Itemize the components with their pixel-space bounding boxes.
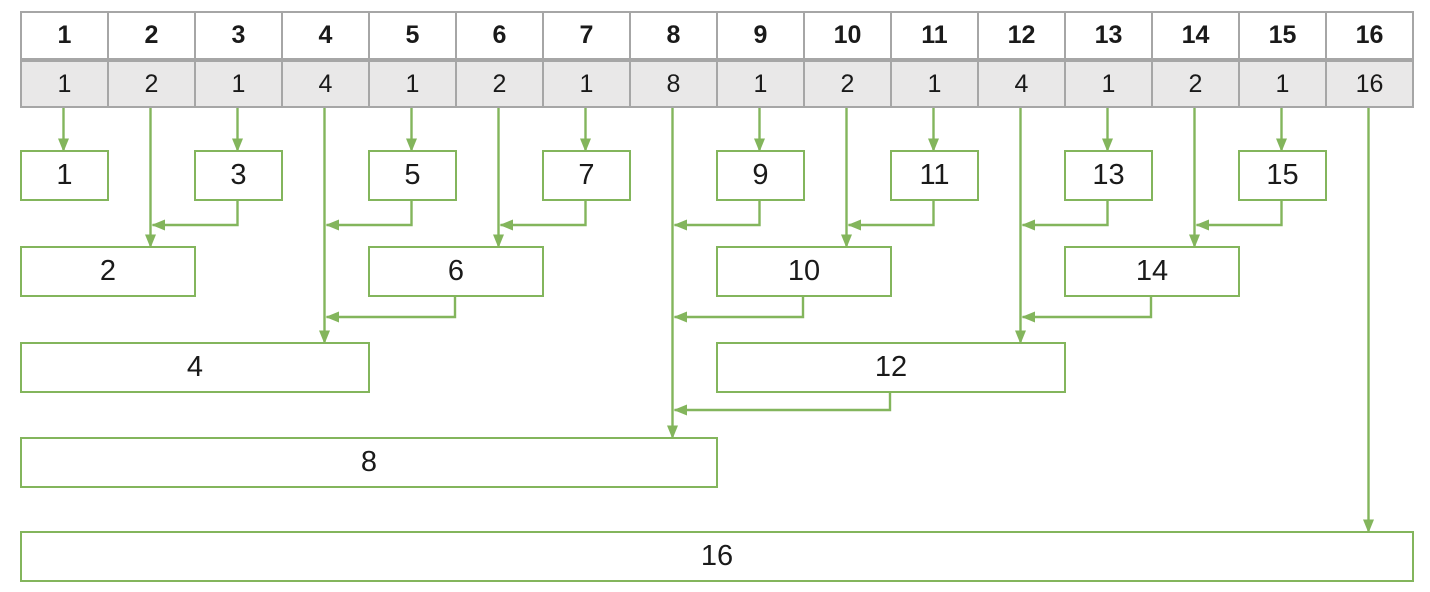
tree-node-15: 15 xyxy=(1238,150,1327,201)
table-value-cell-11: 1 xyxy=(890,60,979,108)
tree-node-4: 4 xyxy=(20,342,370,393)
table-index-cell-14: 14 xyxy=(1151,11,1240,60)
tree-node-5: 5 xyxy=(368,150,457,201)
table-index-cell-5: 5 xyxy=(368,11,457,60)
arrow-node-11-to-node-10 xyxy=(847,201,935,231)
table-index-cell-12: 12 xyxy=(977,11,1066,60)
tree-node-10: 10 xyxy=(716,246,892,297)
tree-node-16: 16 xyxy=(20,531,1414,582)
table-value-cell-13: 1 xyxy=(1064,60,1153,108)
arrow-node-14-to-node-12 xyxy=(1021,297,1153,323)
table-value-cell-2: 2 xyxy=(107,60,196,108)
tree-node-3: 3 xyxy=(194,150,283,201)
table-value-cell-5: 1 xyxy=(368,60,457,108)
table-value-cell-15: 1 xyxy=(1238,60,1327,108)
tree-node-6: 6 xyxy=(368,246,544,297)
tree-node-2: 2 xyxy=(20,246,196,297)
arrow-node-3-to-node-2 xyxy=(151,201,239,231)
tree-node-9: 9 xyxy=(716,150,805,201)
arrow-node-10-to-node-8 xyxy=(673,297,805,323)
table-index-cell-9: 9 xyxy=(716,11,805,60)
arrow-node-9-to-node-8 xyxy=(673,201,761,231)
arrow-node-13-to-node-12 xyxy=(1021,201,1109,231)
table-index-cell-3: 3 xyxy=(194,11,283,60)
arrow-node-12-to-node-8 xyxy=(673,393,892,416)
table-index-cell-4: 4 xyxy=(281,11,370,60)
table-value-cell-1: 1 xyxy=(20,60,109,108)
arrow-node-15-to-node-14 xyxy=(1195,201,1283,231)
table-value-cell-6: 2 xyxy=(455,60,544,108)
table-value-cell-4: 4 xyxy=(281,60,370,108)
tree-node-14: 14 xyxy=(1064,246,1240,297)
table-value-cell-14: 2 xyxy=(1151,60,1240,108)
table-value-cell-3: 1 xyxy=(194,60,283,108)
tree-node-12: 12 xyxy=(716,342,1066,393)
table-index-cell-13: 13 xyxy=(1064,11,1153,60)
tree-node-13: 13 xyxy=(1064,150,1153,201)
arrow-node-7-to-node-6 xyxy=(499,201,587,231)
arrow-node-5-to-node-4 xyxy=(325,201,413,231)
table-value-cell-16: 16 xyxy=(1325,60,1414,108)
table-index-cell-7: 7 xyxy=(542,11,631,60)
tree-node-7: 7 xyxy=(542,150,631,201)
table-value-cell-7: 1 xyxy=(542,60,631,108)
table-value-cell-8: 8 xyxy=(629,60,718,108)
table-value-cell-9: 1 xyxy=(716,60,805,108)
table-index-cell-16: 16 xyxy=(1325,11,1414,60)
tree-node-1: 1 xyxy=(20,150,109,201)
tree-node-11: 11 xyxy=(890,150,979,201)
tree-node-8: 8 xyxy=(20,437,718,488)
table-index-cell-8: 8 xyxy=(629,11,718,60)
table-index-cell-6: 6 xyxy=(455,11,544,60)
table-index-cell-2: 2 xyxy=(107,11,196,60)
table-index-cell-11: 11 xyxy=(890,11,979,60)
table-index-cell-1: 1 xyxy=(20,11,109,60)
table-value-cell-12: 4 xyxy=(977,60,1066,108)
arrow-node-6-to-node-4 xyxy=(325,297,457,323)
table-index-cell-15: 15 xyxy=(1238,11,1327,60)
table-value-cell-10: 2 xyxy=(803,60,892,108)
table-index-cell-10: 10 xyxy=(803,11,892,60)
